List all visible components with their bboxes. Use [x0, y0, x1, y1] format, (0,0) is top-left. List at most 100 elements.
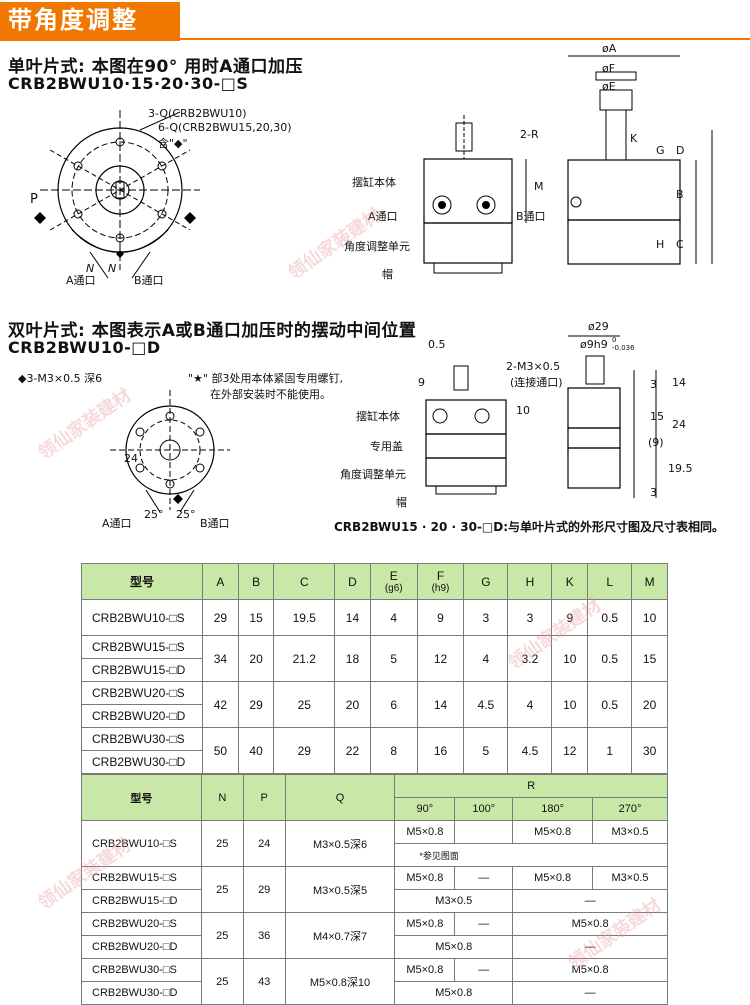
t2-header-r90: 90° [394, 797, 456, 821]
t2-cell: 25 [200, 912, 244, 959]
star-note-2: 在外部安装时不能使用。 [210, 388, 331, 401]
t1-cell: 21.2 [273, 635, 336, 682]
label-cap-2: 帽 [396, 496, 407, 509]
t1-header-d: D [334, 563, 371, 600]
dim-v19-5: 19.5 [668, 462, 693, 475]
t2-cell: M5×0.8 [512, 912, 668, 936]
t1-cell: 3.2 [507, 635, 553, 682]
t2-cell: M3×0.5 [394, 889, 514, 913]
t1-header-a: A [202, 563, 239, 600]
section1-model: CRB2BWU10·15·20·30-□S [8, 74, 249, 93]
label-b-port-2: B通口 [200, 517, 230, 530]
t1-cell: 20 [334, 681, 371, 728]
dim-v3a: 3 [650, 378, 657, 391]
dim-k: K [630, 132, 638, 145]
label-conn: (连接通口) [510, 376, 563, 389]
t1-cell: 18 [334, 635, 371, 682]
t1-model: CRB2BWU15-□S [81, 635, 203, 659]
t1-cell: 4 [463, 635, 509, 682]
dim-9h9: ø9h9 [580, 338, 608, 351]
t2-cell: M3×0.5深5 [284, 866, 396, 913]
dim-d: D [676, 144, 685, 157]
double-vane-end-view [567, 335, 657, 498]
t1-cell: 5 [463, 727, 509, 774]
double-vane-front-view [110, 390, 230, 513]
t2-cell: — [454, 866, 514, 890]
dim-v24: 24 [672, 418, 686, 431]
dim-g: G [656, 144, 665, 157]
star-note-1: "★" 部3处用本体紧固专用螺钉, [188, 372, 343, 385]
t1-header-m: M [631, 563, 668, 600]
t1-cell: 15 [237, 599, 275, 636]
dim-v9p: (9) [648, 436, 664, 449]
t1-cell: 40 [237, 727, 275, 774]
t2-cell: M5×0.8 [394, 981, 514, 1005]
label-b-port: B通口 [134, 274, 164, 287]
t1-header-g: G [463, 563, 509, 600]
t1-header-f-bot: (h9) [431, 583, 450, 594]
single-vane-side-view [423, 115, 527, 274]
t1-header-l: L [587, 563, 633, 600]
label-cap: 帽 [382, 268, 393, 281]
angle-2: 25° [176, 508, 196, 521]
t2-cell [454, 820, 514, 844]
tol-top: 0 [612, 336, 617, 344]
t2-header-r270: 270° [592, 797, 668, 821]
t2-sub-note: *参见图面 [394, 843, 668, 867]
label-body-2: 摆缸本体 [356, 410, 400, 423]
t2-model: CRB2BWU15-□D [81, 889, 202, 913]
t2-cell: 25 [200, 866, 244, 913]
dim-a: øA [602, 42, 617, 55]
t1-cell: 4.5 [507, 727, 553, 774]
t1-header-b: B [237, 563, 275, 600]
t1-model: CRB2BWU15-□D [81, 658, 203, 682]
t1-cell: 14 [334, 599, 371, 636]
t2-cell: M5×0.8 [512, 820, 594, 844]
page-title: 带角度调整 [8, 6, 138, 34]
t2-header-p: P [242, 774, 286, 821]
angle-1: 25° [144, 508, 164, 521]
dim-10: 10 [516, 404, 530, 417]
t2-header-n: N [200, 774, 244, 821]
label-p: P [30, 192, 38, 207]
t1-header-c: C [273, 563, 336, 600]
table-row: CRB2BWU15-□S 25 29 M3×0.5深5 M5×0.8 — M5×… [81, 866, 668, 913]
t2-model: CRB2BWU20-□D [81, 935, 202, 959]
t1-cell: 14 [416, 681, 465, 728]
t1-cell: 50 [202, 727, 239, 774]
dim-c: C [676, 238, 684, 251]
t2-cell: — [512, 981, 668, 1005]
tol-bot: -0.036 [612, 344, 635, 352]
table-row: CRB2BWU15-□D [81, 658, 668, 682]
t1-cell: 0.5 [587, 635, 633, 682]
t1-cell: 19.5 [273, 599, 336, 636]
page-title-bar: 带角度调整 [0, 2, 180, 41]
title-rule [0, 38, 750, 40]
t1-header-h: H [507, 563, 553, 600]
t2-cell: M5×0.8 [394, 958, 456, 982]
t2-cell: — [454, 958, 514, 982]
label-adjust-2: 角度调整单元 [340, 468, 406, 481]
dim-v14: 14 [672, 376, 686, 389]
t1-cell: 10 [631, 599, 668, 636]
label-q2: 6-Q(CRB2BWU15,20,30) [158, 121, 292, 134]
label-n2: N [108, 262, 117, 275]
t2-cell: M5×0.8 [394, 935, 514, 959]
t1-cell: 30 [631, 727, 668, 774]
table-row: CRB2BWU10-□S 25 24 M3×0.5深6 M5×0.8 M5×0.… [81, 820, 668, 867]
t2-model: CRB2BWU30-□S [81, 958, 202, 982]
table-row: CRB2BWU20-□D [81, 704, 668, 728]
label-cover: 专用盖 [370, 440, 403, 453]
section2-heading: 双叶片式: 本图表示A或B通口加压时的摆动中间位置 [8, 321, 417, 341]
t1-header-e-top: E [389, 569, 398, 583]
t1-cell: 5 [369, 635, 418, 682]
table-row: CRB2BWU20-□S 25 36 M4×0.7深7 M5×0.8 — M5×… [81, 912, 668, 959]
t1-cell: 29 [237, 681, 275, 728]
dim-0-5: 0.5 [428, 338, 446, 351]
table-row: CRB2BWU30-□D [81, 750, 668, 774]
label-m: M [534, 180, 544, 193]
t1-cell: 4 [507, 681, 553, 728]
t1-cell: 8 [369, 727, 418, 774]
t1-cell: 10 [551, 635, 589, 682]
t2-header-r180: 180° [512, 797, 594, 821]
